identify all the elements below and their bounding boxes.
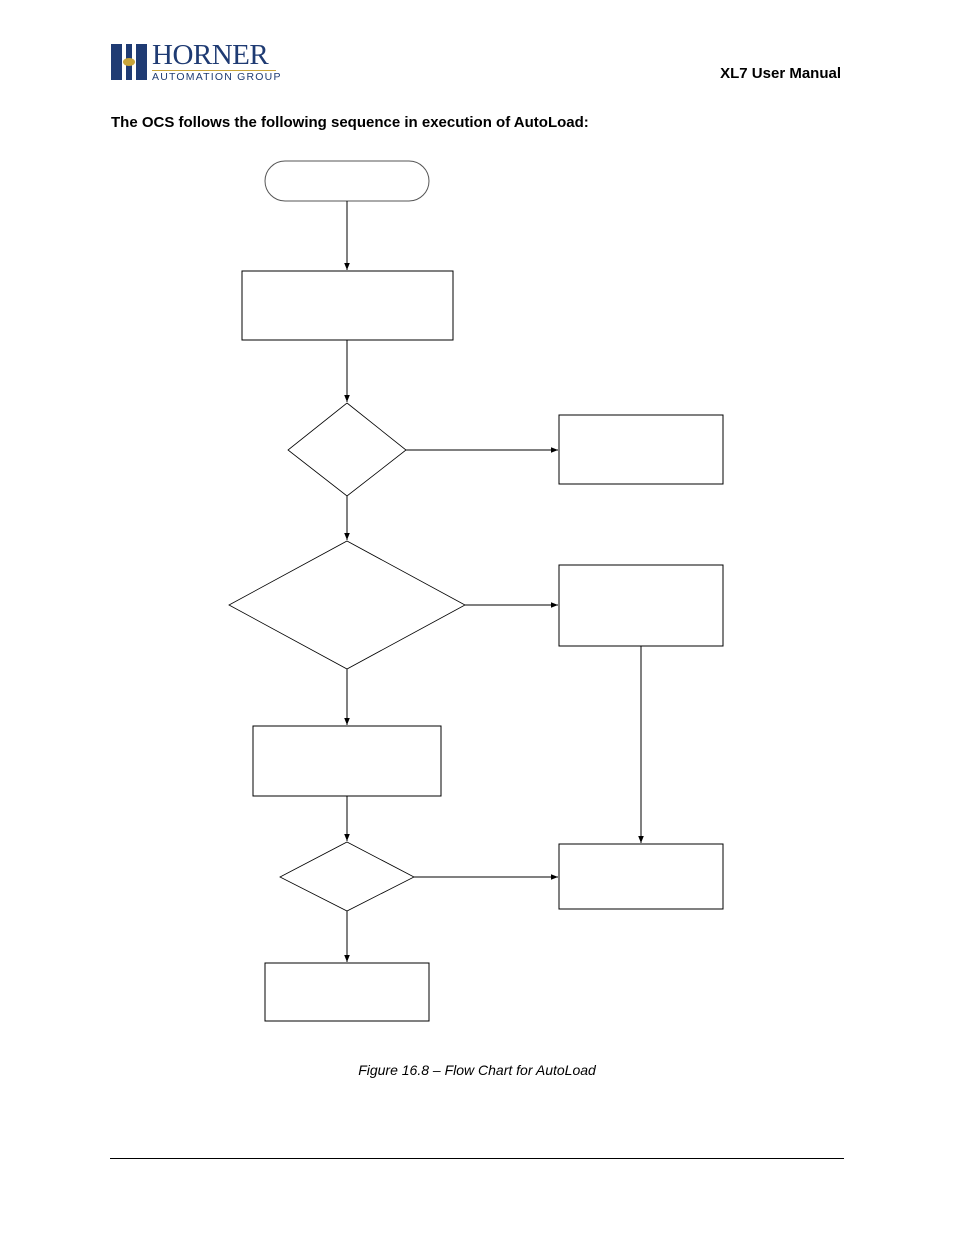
decision-diamond-3 [279,841,415,912]
intro-text: The OCS follows the following sequence i… [111,114,589,131]
start-terminator [264,160,430,202]
process-box-right-3 [558,843,724,910]
logo-rule [152,70,276,71]
process-box-1 [241,270,454,341]
logo-tagline: AUTOMATION GROUP [152,71,282,83]
footer-rule [110,1158,844,1159]
figure-caption: Figure 16.8 – Flow Chart for AutoLoad [358,1062,596,1078]
document-title: XL7 User Manual [720,65,841,82]
process-box-right-2 [558,564,724,647]
process-box-right-1 [558,414,724,485]
end-process-box [264,962,430,1022]
horner-logo: HORNER AUTOMATION GROUP [111,39,280,83]
decision-diamond-2 [228,540,466,670]
logo-wordmark: HORNER [152,39,269,71]
process-box-2 [252,725,442,797]
decision-diamond-1 [287,402,407,497]
horner-logo-mark-icon [111,44,147,80]
